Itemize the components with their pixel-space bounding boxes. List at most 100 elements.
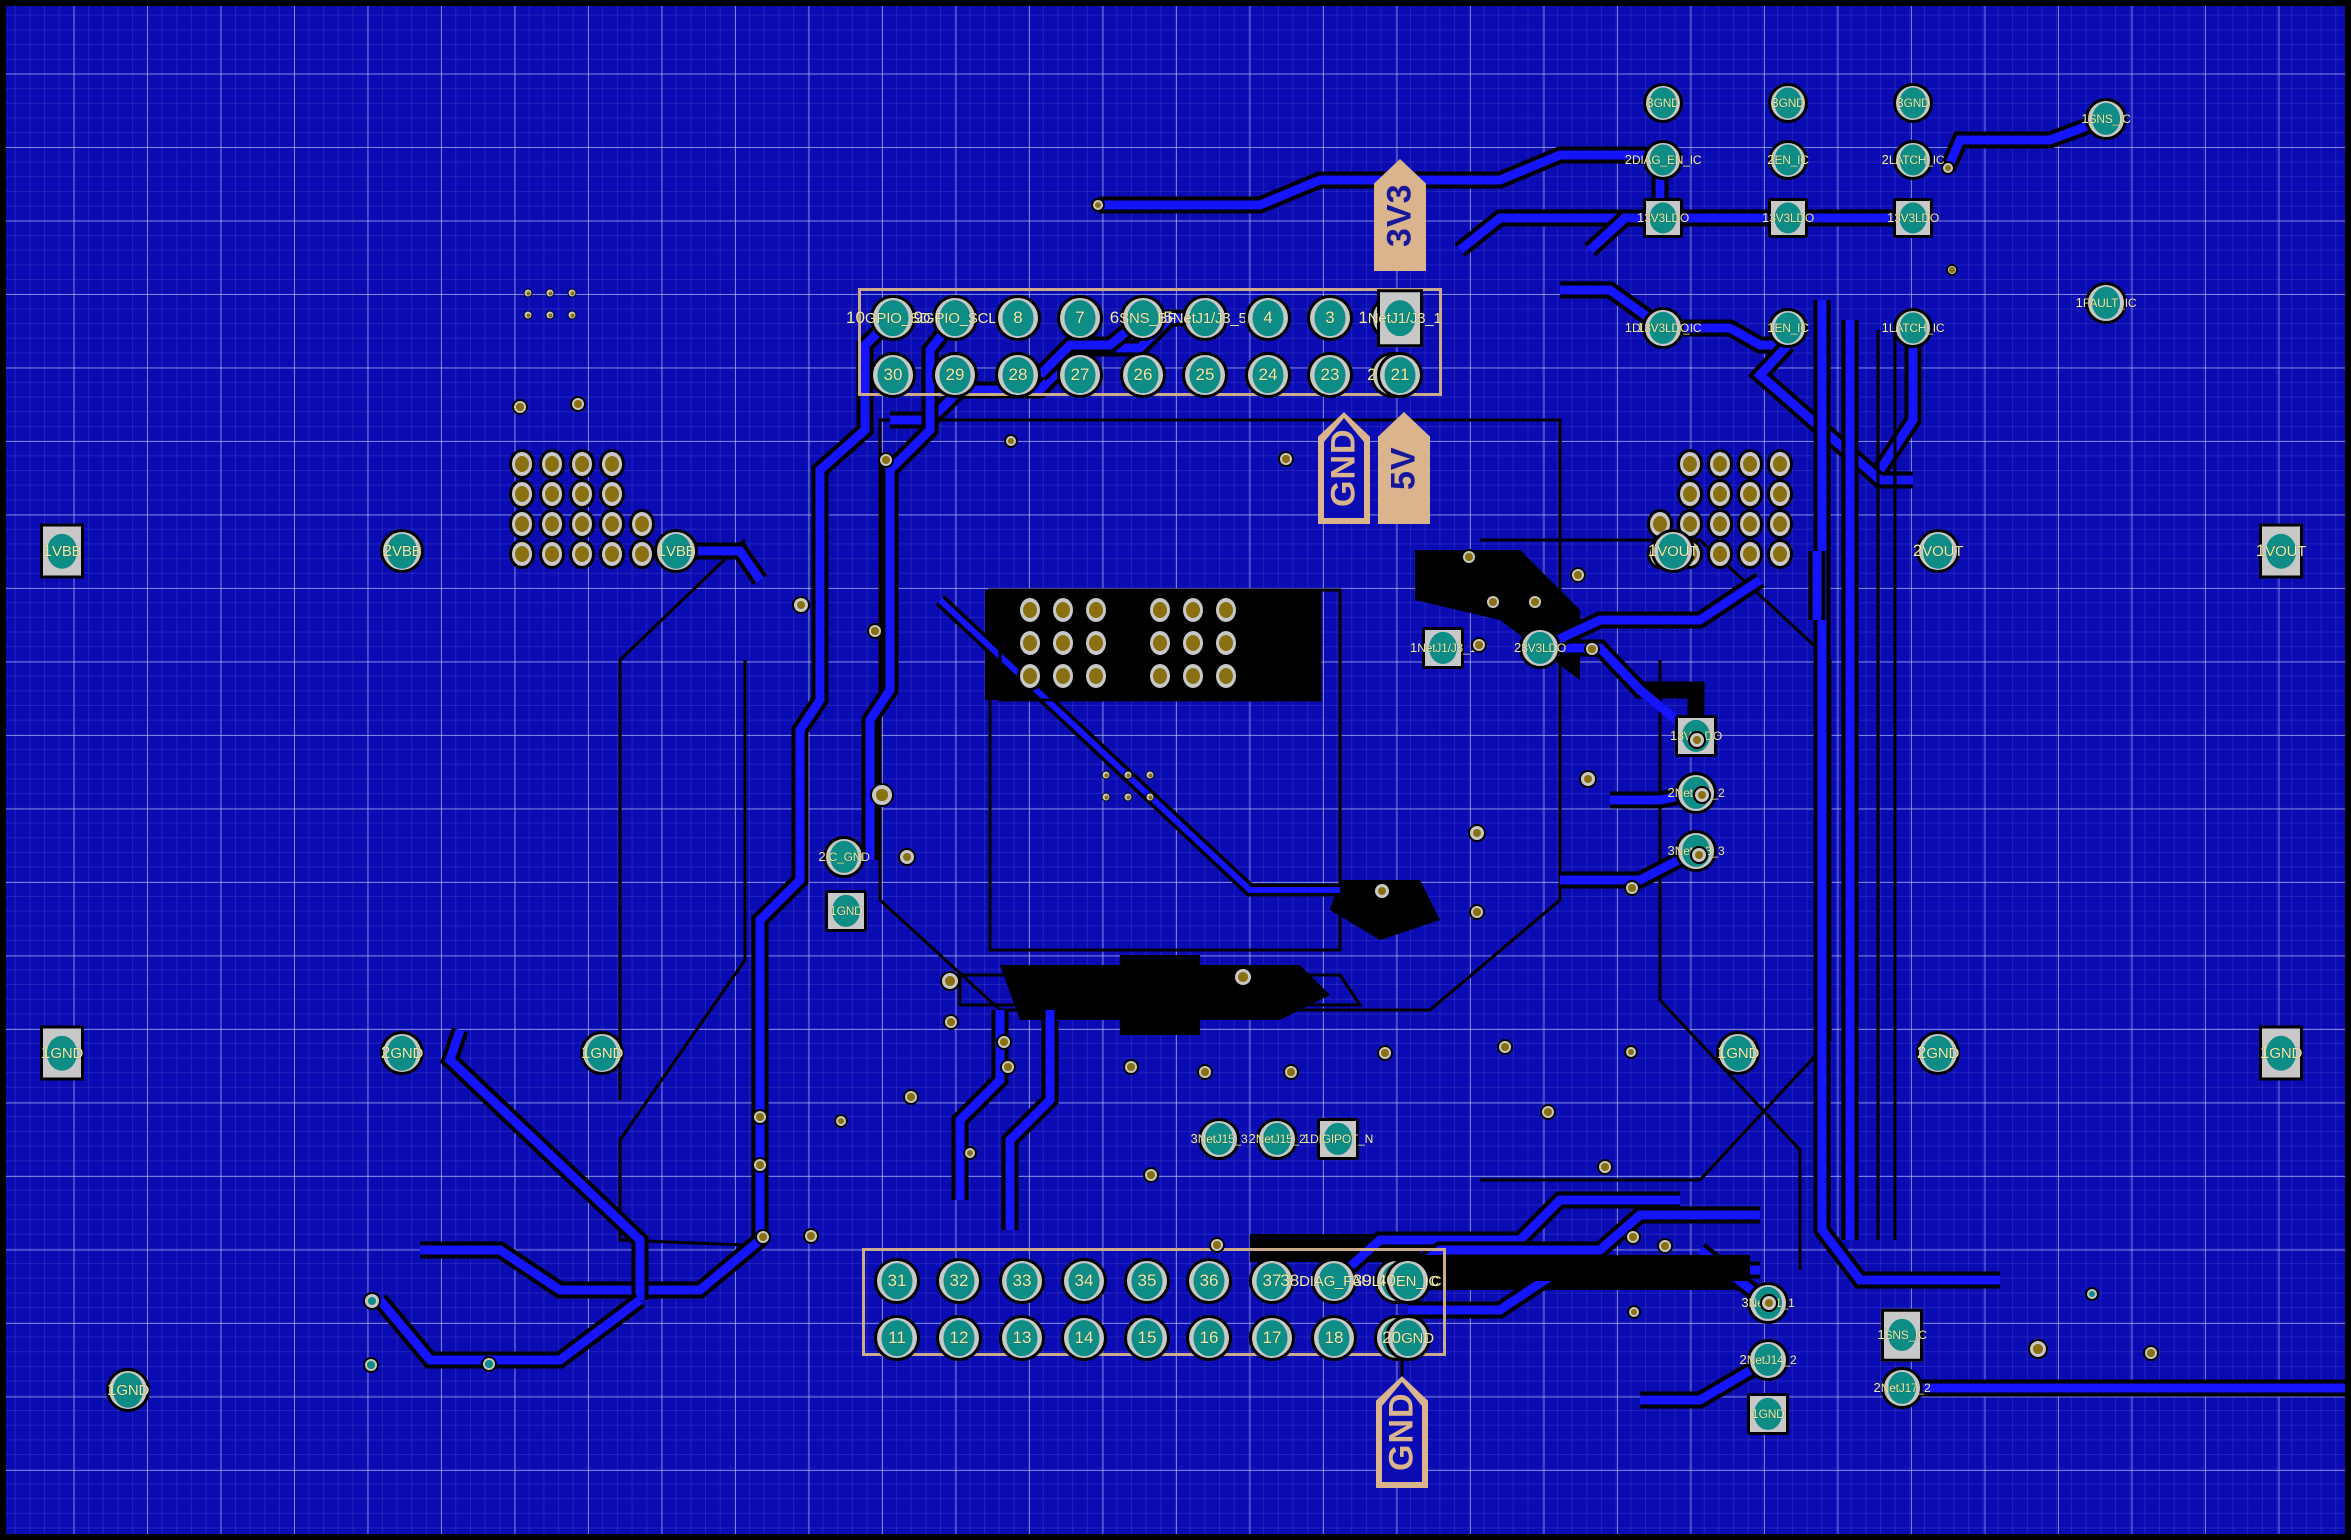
via[interactable]	[803, 1228, 819, 1244]
pad-vbb[interactable]: 1VBB	[654, 529, 698, 573]
pad-netj13-3[interactable]: 3NetJ13_3	[1668, 830, 1725, 872]
via[interactable]	[1091, 198, 1105, 212]
vout-thermal-array-right-hole[interactable]	[1737, 509, 1763, 539]
center-pad-array-left-hole[interactable]	[1083, 661, 1109, 691]
pad-netj15-2[interactable]: 2NetJ15_2	[1249, 1118, 1306, 1160]
pad-netj1-j3-1[interactable]: 1NetJ1/J3_1	[1358, 289, 1442, 347]
vbb-thermal-array-left-hole[interactable]	[569, 509, 595, 539]
via[interactable]	[1278, 451, 1294, 467]
pad-gnd[interactable]: 1GND	[1747, 1393, 1789, 1435]
pad-n16[interactable]: 16	[1186, 1315, 1232, 1361]
center-pad-array-left-hole[interactable]	[1083, 628, 1109, 658]
pad-n28[interactable]: 28	[995, 352, 1041, 398]
pad-gnd[interactable]: 1GND	[40, 1025, 84, 1081]
center-pad-array-left-hole[interactable]	[1050, 628, 1076, 658]
via[interactable]	[1000, 1059, 1016, 1075]
pad-gpio-scl[interactable]: 9GPIO_SCL	[914, 295, 997, 341]
via[interactable]	[996, 1034, 1012, 1050]
vbb-thermal-array-left-hole[interactable]	[629, 509, 655, 539]
pad-n13[interactable]: 13	[999, 1315, 1045, 1361]
via[interactable]	[1461, 549, 1477, 565]
pad-n12[interactable]: 12	[936, 1315, 982, 1361]
pad-gnd[interactable]: 1GND	[106, 1368, 150, 1412]
pad-gnd[interactable]: 2GND	[380, 1031, 424, 1075]
via[interactable]	[940, 971, 960, 991]
center-pad-array-right-hole[interactable]	[1213, 628, 1239, 658]
via[interactable]	[870, 783, 894, 807]
pad-n25[interactable]: 25	[1182, 352, 1228, 398]
pad-n36[interactable]: 36	[1186, 1258, 1232, 1304]
via[interactable]	[834, 1114, 848, 1128]
pad-n21[interactable]: 21	[1377, 352, 1423, 398]
net-flag-gnd[interactable]: GND	[1318, 412, 1370, 524]
via[interactable]	[1527, 594, 1543, 610]
center-pad-array-right-hole[interactable]	[1213, 661, 1239, 691]
via[interactable]	[792, 596, 810, 614]
pad-gpio-sda[interactable]: 10GPIO_SDA	[846, 295, 940, 341]
pad-3v3ldo[interactable]: 13V3LDO	[1637, 307, 1689, 349]
pad-n29[interactable]: 29	[932, 352, 978, 398]
pad-gnd[interactable]: 20GND	[1382, 1315, 1434, 1361]
pad-gnd[interactable]: 3GND	[1768, 83, 1808, 123]
pad-n23[interactable]: 23	[1307, 352, 1353, 398]
vbb-thermal-array-left-hole[interactable]	[599, 509, 625, 539]
pad-en-ic[interactable]: 1EN_IC	[1767, 308, 1809, 348]
center-pad-array-left-hole[interactable]	[1050, 595, 1076, 625]
vbb-thermal-array-left-hole[interactable]	[629, 539, 655, 569]
center-pad-array-left-hole[interactable]	[1050, 661, 1076, 691]
vout-thermal-array-right-hole[interactable]	[1707, 539, 1733, 569]
pad-en-ic[interactable]: 2EN_IC	[1767, 140, 1809, 180]
via[interactable]	[1497, 1039, 1513, 1055]
pad-gnd[interactable]: 2GND	[1916, 1031, 1960, 1075]
pad-n32[interactable]: 32	[936, 1258, 982, 1304]
via[interactable]	[2143, 1345, 2159, 1361]
via[interactable]	[1373, 882, 1391, 900]
via[interactable]	[1584, 641, 1600, 657]
vout-thermal-array-right-hole[interactable]	[1707, 479, 1733, 509]
pad-n30[interactable]: 30	[870, 352, 916, 398]
pad-netj17-2[interactable]: 2NetJ17_2	[1874, 1367, 1931, 1409]
via[interactable]	[1197, 1064, 1213, 1080]
via[interactable]	[867, 623, 883, 639]
pad-n35[interactable]: 35	[1124, 1258, 1170, 1304]
pad-n24[interactable]: 24	[1245, 352, 1291, 398]
pad-3v3ldo[interactable]: 13V3LDO	[1637, 198, 1689, 238]
pad-gnd[interactable]: 1GND	[580, 1031, 624, 1075]
via[interactable]	[1004, 434, 1018, 448]
via[interactable]	[752, 1109, 768, 1125]
center-pad-array-left-hole[interactable]	[1017, 628, 1043, 658]
vout-thermal-array-right-hole[interactable]	[1677, 479, 1703, 509]
pad-diag-en-ic[interactable]: 2DIAG_EN_IC	[1625, 140, 1701, 180]
pad-n27[interactable]: 27	[1057, 352, 1103, 398]
pad-3v3ldo[interactable]: 13V3LDO	[1887, 198, 1939, 238]
pad-gnd[interactable]: 3GND	[1643, 83, 1683, 123]
vout-thermal-array-right-hole[interactable]	[1767, 509, 1793, 539]
pad-n33[interactable]: 33	[999, 1258, 1045, 1304]
via[interactable]	[1657, 1238, 1673, 1254]
via[interactable]	[570, 396, 586, 412]
via[interactable]	[903, 1089, 919, 1105]
center-pad-array-right-hole[interactable]	[1147, 661, 1173, 691]
pad-n34[interactable]: 34	[1061, 1258, 1107, 1304]
pad-latch-ic[interactable]: 1LATCH_IC	[1882, 308, 1945, 348]
via[interactable]	[1233, 967, 1253, 987]
via[interactable]	[363, 1357, 379, 1373]
vout-thermal-array-right-hole[interactable]	[1677, 509, 1703, 539]
vbb-thermal-array-left-hole[interactable]	[539, 509, 565, 539]
via[interactable]	[1377, 1045, 1393, 1061]
vbb-thermal-array-left-hole[interactable]	[509, 449, 535, 479]
vout-thermal-array-right-hole[interactable]	[1737, 539, 1763, 569]
pad-n11[interactable]: 11	[874, 1315, 920, 1361]
pad-3v3ldo[interactable]: 23V3LDO	[1514, 627, 1566, 669]
center-pad-array-right-hole[interactable]	[1180, 661, 1206, 691]
via[interactable]	[755, 1229, 771, 1245]
via[interactable]	[1469, 904, 1485, 920]
via[interactable]	[1760, 1294, 1778, 1312]
via[interactable]	[512, 399, 528, 415]
via[interactable]	[963, 1146, 977, 1160]
via[interactable]	[2085, 1287, 2099, 1301]
via[interactable]	[1471, 637, 1487, 653]
via[interactable]	[943, 1014, 959, 1030]
vbb-thermal-array-left-hole[interactable]	[599, 449, 625, 479]
via[interactable]	[878, 452, 894, 468]
